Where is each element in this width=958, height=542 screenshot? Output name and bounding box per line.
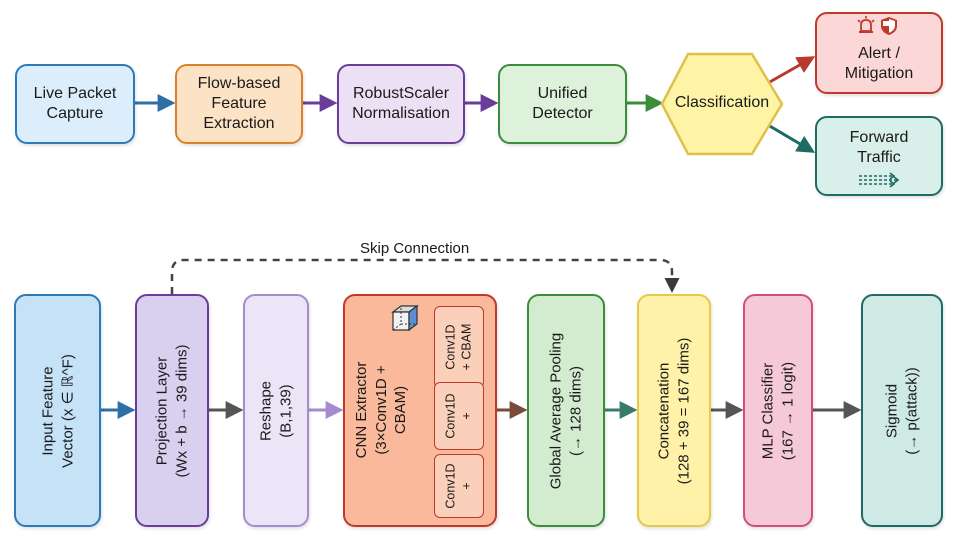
alarm-icon [857, 16, 875, 33]
cube-icon [391, 304, 419, 332]
classification-label: Classification [674, 94, 770, 111]
cnn-block-3: Conv1D + [434, 454, 484, 518]
alert-box: Alert / Mitigation [815, 12, 943, 94]
traffic-forward-icon [859, 172, 900, 188]
forward-box: Forward Traffic [815, 116, 943, 196]
normalisation-label: RobustScaler Normalisation [352, 85, 450, 122]
live-capture-box: Live Packet Capture [15, 64, 135, 144]
concatenation-box: Concatenation (128 + 39 = 167 dims) [637, 294, 711, 527]
mlp-classifier-label: MLP Classifier (167 → 1 logit) [759, 361, 797, 460]
classification-hexagon [660, 52, 784, 156]
reshape-box: Reshape (B,1,39) [243, 294, 309, 527]
cnn-extractor-box: CNN Extractor (3×Conv1D + CBAM) Conv1D +… [343, 294, 497, 527]
cnn-block-1: Conv1D + CBAM [434, 306, 484, 388]
feature-extraction-label: Flow-based Feature Extraction [197, 75, 281, 132]
live-capture-label: Live Packet Capture [33, 85, 117, 122]
mlp-classifier-box: MLP Classifier (167 → 1 logit) [743, 294, 813, 527]
normalisation-box: RobustScaler Normalisation [337, 64, 465, 144]
input-vector-box: Input Feature Vector (x ∈ ℝ^F) [14, 294, 101, 527]
projection-layer-box: Projection Layer (Wx + b → 39 dims) [135, 294, 209, 527]
concatenation-label: Concatenation (128 + 39 = 167 dims) [655, 337, 693, 484]
skip-connection-label: Skip Connection [360, 240, 470, 257]
detector-box: Unified Detector [498, 64, 627, 144]
cnn-extractor-label: CNN Extractor (3×Conv1D + CBAM) [352, 361, 409, 459]
skip-connection-arrow [170, 258, 680, 294]
feature-extraction-box: Flow-based Feature Extraction [175, 64, 303, 144]
sigmoid-label: Sigmoid (→ p(attack)) [883, 366, 921, 455]
sigmoid-box: Sigmoid (→ p(attack)) [861, 294, 943, 527]
global-average-pooling-label: Global Average Pooling (→ 128 dims) [547, 332, 585, 489]
arrow-classification-to-alert [767, 56, 816, 85]
cnn-block-2: Conv1D + [434, 382, 484, 450]
arrow-classification-to-forward [767, 123, 816, 153]
projection-layer-label: Projection Layer (Wx + b → 39 dims) [153, 344, 191, 477]
cnn-block-3-label: Conv1D + [443, 463, 473, 509]
input-vector-label: Input Feature Vector (x ∈ ℝ^F) [39, 353, 76, 468]
shield-icon [881, 17, 897, 35]
global-average-pooling-box: Global Average Pooling (→ 128 dims) [527, 294, 605, 527]
forward-label: Forward Traffic [849, 129, 909, 166]
reshape-label: Reshape (B,1,39) [257, 380, 295, 441]
alert-label: Alert / Mitigation [844, 45, 914, 82]
detector-label: Unified Detector [532, 85, 593, 122]
